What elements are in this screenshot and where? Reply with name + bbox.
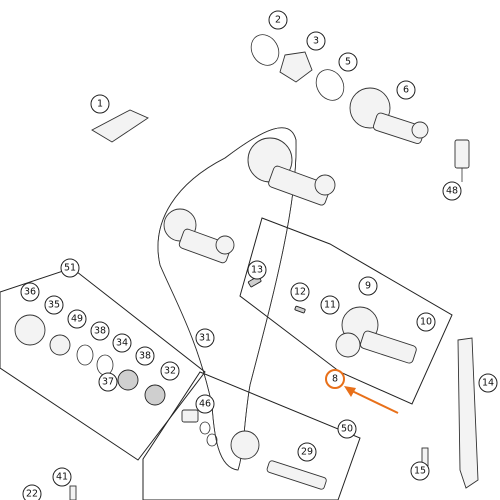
svg-text:5: 5 [345,57,351,68]
svg-text:15: 15 [414,466,426,477]
svg-text:2: 2 [275,15,281,26]
svg-text:14: 14 [482,378,494,389]
callout-34: 34 [112,333,132,353]
svg-text:32: 32 [164,366,176,377]
callout-46: 46 [195,394,215,414]
pin-12 [294,305,306,314]
svg-text:51: 51 [64,263,76,274]
svg-text:50: 50 [341,424,353,435]
svg-text:6: 6 [403,85,409,96]
callout-29: 29 [297,442,317,462]
svg-text:48: 48 [446,186,458,197]
svg-text:10: 10 [420,317,432,328]
callout-9: 9 [358,276,378,296]
callout-3: 3 [306,31,326,51]
svg-text:8: 8 [332,374,338,385]
camshaft-upper [247,137,336,206]
callout-31: 31 [195,328,215,348]
svg-text:12: 12 [294,287,306,298]
callout-11: 11 [320,295,340,315]
svg-text:9: 9 [365,281,371,292]
callout-15: 15 [410,461,430,481]
gasket-2 [250,34,280,66]
gear-8 [335,332,361,358]
bushing-46 [181,409,218,447]
callout-36: 36 [20,282,40,302]
svg-text:38: 38 [139,351,151,362]
callout-5: 5 [338,52,358,72]
svg-text:31: 31 [199,333,211,344]
callout-22: 22 [22,484,42,500]
panel-lower [142,371,361,500]
callout-41: 41 [52,467,72,487]
callout-38-b: 38 [135,346,155,366]
svg-text:46: 46 [199,399,211,410]
callout-2: 2 [268,10,288,30]
shaft-29 [266,460,327,490]
callout-14: 14 [478,373,498,393]
svg-text:41: 41 [56,472,68,483]
callout-8: 8 [325,369,345,389]
callout-1: 1 [90,94,110,114]
svg-text:3: 3 [313,36,319,47]
camshaft-lower [163,208,235,264]
callout-35: 35 [44,295,64,315]
svg-text:36: 36 [24,287,36,298]
svg-text:13: 13 [251,265,263,276]
svg-text:37: 37 [102,377,114,388]
panel-balancer [239,217,453,405]
highlight-arrow [344,386,399,414]
guide-rail-14 [457,337,479,489]
callout-51: 51 [60,258,80,278]
callout-49: 49 [67,309,87,329]
crank-sprocket [230,430,260,460]
callout-37: 37 [98,372,118,392]
svg-text:35: 35 [48,300,60,311]
sprocket-6 [349,87,429,144]
cover-3 [279,51,313,83]
bolt-41 [69,485,77,500]
svg-text:49: 49 [71,314,83,325]
callout-32: 32 [160,361,180,381]
callout-12: 12 [290,282,310,302]
svg-text:11: 11 [324,300,336,311]
sensor-48 [454,139,470,182]
callout-6: 6 [396,80,416,100]
svg-text:34: 34 [116,338,128,349]
callout-10: 10 [416,312,436,332]
callout-50: 50 [337,419,357,439]
oring-5 [315,69,345,101]
svg-text:1: 1 [97,99,103,110]
callout-48: 48 [442,181,462,201]
callout-13: 13 [247,260,267,280]
tensioner-1 [91,109,149,143]
bearing-row [49,334,166,406]
callout-38-a: 38 [90,321,110,341]
svg-text:38: 38 [94,326,106,337]
svg-text:29: 29 [301,447,313,458]
svg-text:22: 22 [26,489,38,500]
impeller-36 [14,314,46,346]
